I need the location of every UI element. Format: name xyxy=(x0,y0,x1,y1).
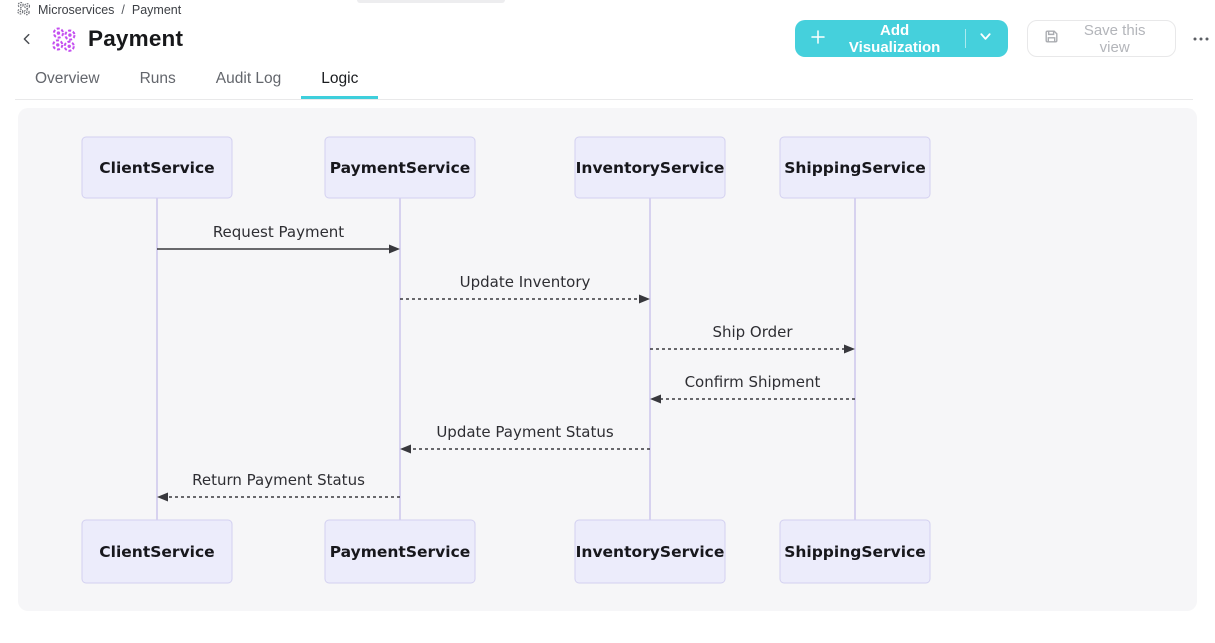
microservices-cluster-icon xyxy=(16,1,31,19)
header-actions: Add Visualization Save this view xyxy=(795,20,1215,57)
tab-runs[interactable]: Runs xyxy=(120,62,196,99)
actor-label: ClientService xyxy=(99,543,214,561)
actor-box xyxy=(81,519,233,584)
breadcrumb-item-microservices[interactable]: Microservices xyxy=(38,3,115,17)
toolbar-edge-artifact xyxy=(357,0,505,3)
actor-label: InventoryService xyxy=(576,159,725,177)
breadcrumb-separator: / xyxy=(121,3,125,17)
save-icon xyxy=(1043,28,1060,49)
save-view-label: Save this view xyxy=(1083,21,1146,56)
message-label: Update Inventory xyxy=(460,273,591,291)
message-arrowhead xyxy=(650,394,661,404)
ellipsis-icon xyxy=(1193,37,1209,40)
tab-bar: Overview Runs Audit Log Logic xyxy=(15,62,379,99)
actor-label: PaymentService xyxy=(330,543,471,561)
breadcrumb-item-payment[interactable]: Payment xyxy=(131,3,182,17)
add-visualization-button[interactable]: Add Visualization xyxy=(795,20,1009,57)
chevron-down-icon[interactable] xyxy=(978,29,993,48)
sequence-diagram: ClientServiceClientServicePaymentService… xyxy=(81,136,931,584)
message-label: Update Payment Status xyxy=(436,423,614,441)
actor-label: ShippingService xyxy=(784,543,926,561)
message-label: Confirm Shipment xyxy=(685,373,821,391)
actor-box xyxy=(324,519,476,584)
add-visualization-label: Add Visualization xyxy=(848,21,941,56)
actor-box xyxy=(574,136,726,199)
message-arrowhead xyxy=(639,294,650,304)
tab-logic[interactable]: Logic xyxy=(301,62,379,99)
breadcrumb: Microservices / Payment xyxy=(16,1,181,19)
actor-label: ClientService xyxy=(99,159,214,177)
actor-label: ShippingService xyxy=(784,159,926,177)
actor-box xyxy=(324,136,476,199)
page-title: Payment xyxy=(88,26,184,51)
actor-label: PaymentService xyxy=(330,159,471,177)
actor-box xyxy=(574,519,726,584)
more-options-button[interactable] xyxy=(1186,24,1215,54)
message-arrowhead xyxy=(389,244,400,254)
message-arrowhead xyxy=(400,444,411,454)
save-view-button[interactable]: Save this view xyxy=(1027,20,1177,57)
tab-audit-log[interactable]: Audit Log xyxy=(196,62,302,99)
actor-box xyxy=(779,519,931,584)
actor-box xyxy=(81,136,233,199)
tabs-divider xyxy=(15,99,1193,100)
message-arrowhead xyxy=(844,344,855,354)
message-arrowhead xyxy=(157,492,168,502)
payment-service-icon xyxy=(50,26,77,53)
plus-icon xyxy=(810,29,826,49)
tab-overview[interactable]: Overview xyxy=(15,62,120,99)
actor-label: InventoryService xyxy=(576,543,725,561)
title-row: Payment xyxy=(16,21,183,57)
message-label: Return Payment Status xyxy=(192,471,365,489)
message-label: Ship Order xyxy=(712,323,793,341)
back-button[interactable] xyxy=(16,28,38,50)
button-divider xyxy=(965,29,967,48)
message-label: Request Payment xyxy=(213,223,344,241)
actor-box xyxy=(779,136,931,199)
